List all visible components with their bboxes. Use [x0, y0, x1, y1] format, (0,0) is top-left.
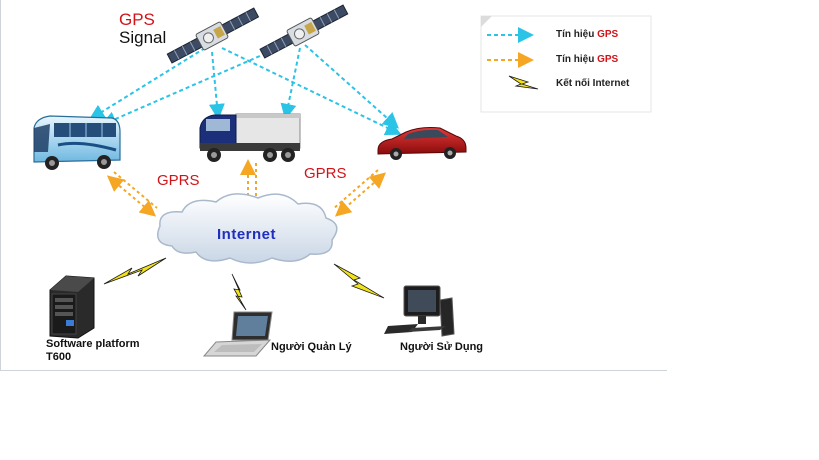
desktop-computer-icon	[384, 285, 455, 337]
internet-cloud-icon	[157, 193, 338, 264]
internet-link-icon	[103, 257, 385, 311]
gps-line-sat1-bus	[88, 47, 206, 121]
bus-icon	[33, 115, 121, 170]
gps-line-sat2-bus	[100, 41, 293, 127]
user-label: Người Sử Dụng	[400, 341, 484, 353]
lightning-bolt-user	[333, 263, 385, 299]
gps-signal-lines	[88, 41, 402, 135]
lightning-bolt-manager	[231, 273, 247, 311]
legend-box	[480, 15, 652, 113]
satellite-icon	[259, 4, 349, 59]
manager-label: Người Quản Lý	[271, 341, 352, 353]
legend-item-highlight: GPS	[597, 54, 619, 65]
gprs-link-car	[334, 172, 387, 217]
legend-item-text: Kết nối Internet	[556, 78, 630, 89]
gps-line-sat2-truck	[280, 47, 301, 120]
gprs-link-car-2	[332, 169, 379, 210]
gps-label: GPS	[119, 10, 155, 29]
legend-item-internet: Kết nối Internet	[556, 78, 629, 89]
internet-label: Internet	[217, 226, 277, 243]
legend-item-gps-orange: Tín hiệu GPS	[556, 54, 618, 65]
gprs-link-bus	[106, 175, 157, 217]
legend-item-gps-cyan: Tín hiệu GPS	[556, 29, 618, 40]
legend-lightning-icon	[508, 75, 539, 90]
truck-icon	[199, 113, 301, 162]
lightning-bolt-server	[103, 257, 167, 285]
legend-item-text: Tín hiệu	[556, 29, 598, 40]
signal-label: Signal	[119, 28, 167, 47]
satellite-icon	[166, 7, 260, 64]
gps-line-sat1-car	[221, 47, 402, 135]
gprs-link-bus-2	[113, 171, 158, 209]
legend-item-text: Tín hiệu	[556, 54, 598, 65]
car-icon	[377, 127, 467, 160]
legend-item-highlight: GPS	[597, 29, 619, 40]
server-label-line1: Software platform	[46, 338, 140, 350]
gprs-label-left: GPRS	[157, 172, 200, 189]
server-icon	[49, 275, 95, 339]
laptop-icon	[202, 311, 273, 357]
gps-line-sat1-truck	[208, 51, 225, 120]
gprs-links	[106, 159, 387, 222]
server-label-line2: T600	[46, 351, 72, 363]
gps-line-sat2-car	[304, 44, 399, 129]
gprs-label-right: GPRS	[304, 165, 347, 182]
